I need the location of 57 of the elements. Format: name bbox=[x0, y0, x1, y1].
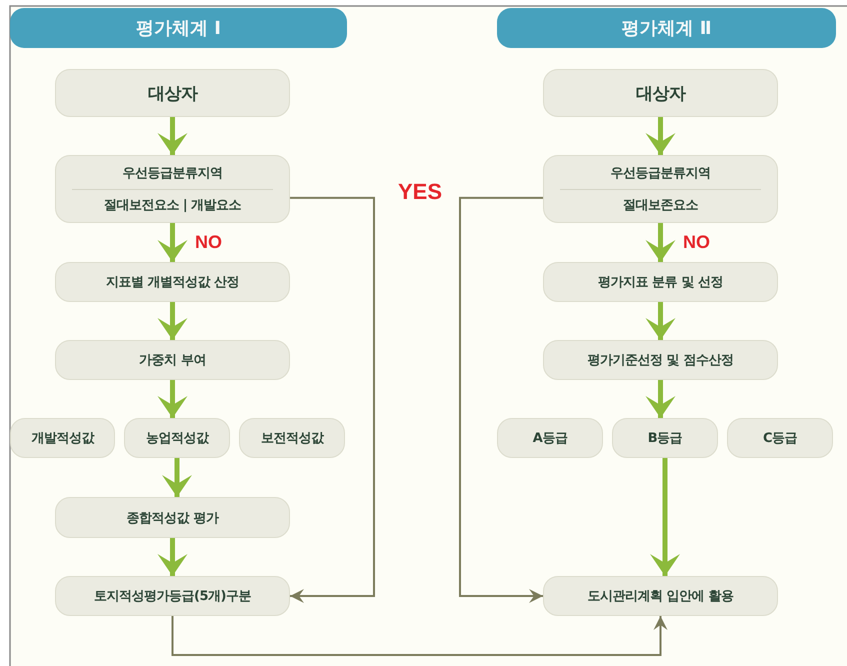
box-label: 가중치 부여 bbox=[139, 352, 206, 369]
box-label: 평가지표 분류 및 선정 bbox=[598, 274, 723, 291]
box-label: 토지적성평가등급(5개)구분 bbox=[94, 588, 251, 605]
flow-arrow bbox=[158, 538, 188, 576]
box-label: 우선등급분류지역 bbox=[610, 165, 710, 182]
box-label: C등급 bbox=[762, 430, 798, 447]
flow-arrow bbox=[646, 223, 676, 262]
box-label: B등급 bbox=[648, 430, 682, 447]
process-box bbox=[543, 155, 778, 223]
flow-arrow bbox=[158, 380, 188, 418]
process-box bbox=[543, 576, 778, 616]
box-label: 절대보전요소 | 개발요소 bbox=[104, 197, 242, 214]
connector-arrow bbox=[172, 616, 668, 656]
process-box bbox=[55, 497, 290, 538]
process-box bbox=[55, 69, 290, 117]
process-box bbox=[10, 418, 115, 458]
flow-arrow bbox=[646, 302, 676, 340]
process-box bbox=[543, 262, 778, 302]
process-box bbox=[55, 576, 290, 616]
flow-arrow bbox=[158, 302, 188, 340]
box-label: 도시관리계획 입안에 활용 bbox=[588, 588, 734, 605]
process-box bbox=[55, 262, 290, 302]
box-label: 종합적성값 평가 bbox=[126, 510, 218, 526]
flow-arrow bbox=[158, 223, 188, 262]
section-header bbox=[10, 8, 347, 48]
header-title: 평가체계 Ⅰ bbox=[136, 17, 221, 40]
process-box bbox=[727, 418, 833, 458]
process-box bbox=[543, 69, 778, 117]
box-label: 대상자 bbox=[148, 82, 198, 104]
box-label: A등급 bbox=[532, 430, 568, 447]
header-title: 평가체계 Ⅱ bbox=[621, 17, 712, 40]
box-label: 우선등급분류지역 bbox=[122, 165, 222, 182]
edge-label: NO bbox=[195, 233, 222, 251]
box-label: 농업적성값 bbox=[146, 430, 208, 447]
flow-arrow bbox=[646, 380, 676, 418]
process-box bbox=[55, 155, 290, 223]
decision-label: YES bbox=[398, 181, 442, 203]
process-box bbox=[124, 418, 230, 458]
process-box bbox=[55, 340, 290, 380]
flow-arrow bbox=[646, 117, 676, 155]
box-label: 지표별 개별적성값 산정 bbox=[106, 274, 240, 291]
section-header bbox=[497, 8, 836, 48]
process-box bbox=[239, 418, 345, 458]
flow-arrow bbox=[650, 458, 680, 576]
process-box bbox=[543, 340, 778, 380]
flow-arrow bbox=[158, 117, 188, 155]
box-label: 평가기준선정 및 점수산정 bbox=[588, 352, 734, 369]
process-box bbox=[612, 418, 718, 458]
box-label: 개발적성값 bbox=[31, 430, 94, 447]
flow-arrow bbox=[162, 458, 192, 497]
connector-arrow bbox=[459, 196, 543, 603]
edge-label: NO bbox=[683, 233, 710, 251]
box-label: 절대보존요소 bbox=[623, 197, 698, 214]
connector-arrow bbox=[290, 196, 375, 603]
process-box bbox=[497, 418, 603, 458]
box-label: 대상자 bbox=[636, 82, 686, 104]
box-label: 보전적성값 bbox=[260, 430, 324, 447]
